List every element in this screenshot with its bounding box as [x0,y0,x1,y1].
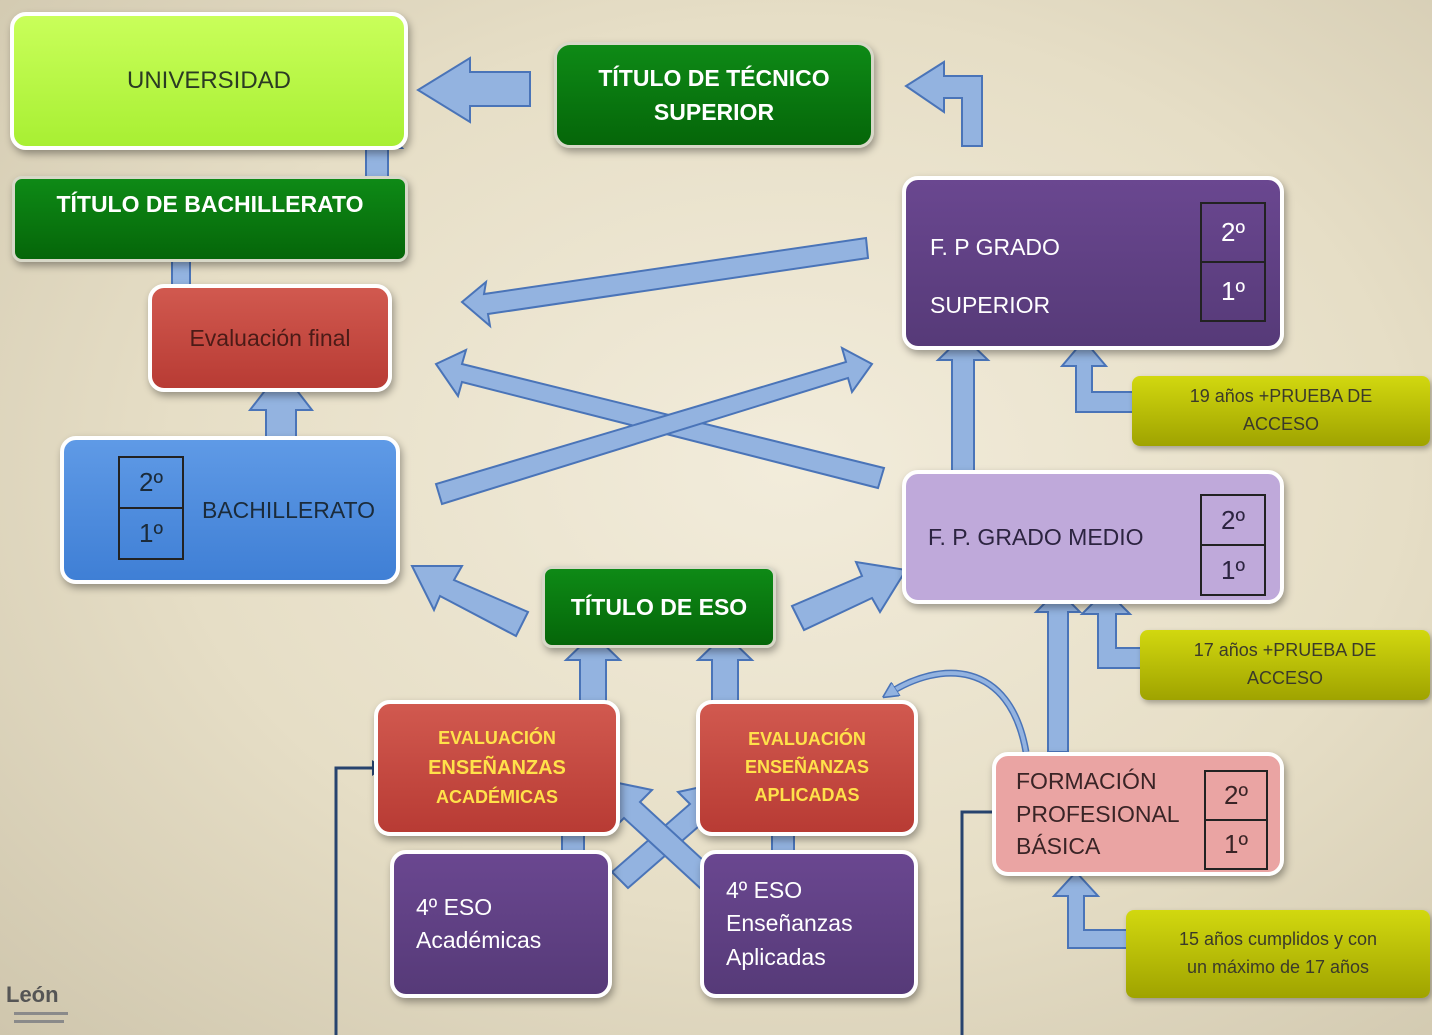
titulo-tecnico-line1: TÍTULO DE TÉCNICO [598,64,830,91]
bachillerato-1: 1º [139,518,163,548]
box-4eso-academicas: 4º ESO Académicas [390,850,612,998]
fp-basica-line3: BÁSICA [1016,833,1101,860]
box-universidad: UNIVERSIDAD [10,12,408,150]
box-4eso-aplicadas: 4º ESO Enseñanzas Aplicadas [700,850,918,998]
fp-basica-line1: FORMACIÓN [1016,768,1157,795]
arrow-bach-to-superior [434,346,874,506]
bachillerato-courses: 2º 1º [118,456,184,560]
box-fp-grado-superior: F. P GRADO SUPERIOR 2º 1º [902,176,1284,350]
note-19-line2: ACCESO [1242,414,1320,434]
fp-medio-2: 2º [1202,496,1264,546]
fp-medio-label: F. P. GRADO MEDIO [928,523,1144,550]
box-evaluacion-final: Evaluación final [148,284,392,392]
fp-basica-2: 2º [1206,772,1266,821]
note-15-line1: 15 años cumplidos y con [1178,929,1378,950]
fp-basica-1: 1º [1224,829,1248,859]
box-fp-basica: FORMACIÓN PROFESIONAL BÁSICA 2º 1º [992,752,1284,876]
arrow-acceso15-to-basica [1051,870,1137,949]
note-acceso-17: 17 años +PRUEBA DE ACCESO [1140,630,1430,700]
arrow-superior-to-bachillerato [460,236,870,329]
bachillerato-2: 2º [120,458,182,509]
logo-fine-print [14,1012,68,1015]
box-titulo-eso: TÍTULO DE ESO [542,566,776,648]
fp-superior-2: 2º [1202,204,1264,263]
box-evaluacion-academicas: EVALUACIÓN ENSEÑANZAS ACADÉMICAS [374,700,620,836]
arrow-eso-to-bachillerato [410,565,530,638]
eso-apl-line2: Enseñanzas [726,910,853,937]
note-19-line1: 19 años +PRUEBA DE [1189,386,1373,407]
box-titulo-bachillerato: TÍTULO DE BACHILLERATO [12,176,408,262]
eval-apl-line3: APLICADAS [754,784,860,805]
logo: León [0,960,80,1035]
box-titulo-tecnico-superior: TÍTULO DE TÉCNICO SUPERIOR [554,42,874,148]
box-bachillerato: 2º 1º BACHILLERATO [60,436,400,584]
note-17-line1: 17 años +PRUEBA DE [1193,640,1377,661]
box-evaluacion-aplicadas: EVALUACIÓN ENSEÑANZAS APLICADAS [696,700,918,836]
eval-apl-line2: ENSEÑANZAS [744,757,869,778]
eval-apl-line1: EVALUACIÓN [748,729,866,750]
note-15-line2: un máximo de 17 años [1186,957,1370,977]
note-acceso-19: 19 años +PRUEBA DE ACCESO [1132,376,1430,446]
bachillerato-label: BACHILLERATO [202,496,375,523]
eso-acad-line1: 4º ESO [416,893,493,920]
universidad-label: UNIVERSIDAD [126,67,292,94]
basica-to-academicas-connector [334,766,992,1035]
arrow-superior-to-tecnico [904,60,983,147]
arrow-eso-to-medio [790,560,908,632]
logo-text: León [6,982,59,1007]
fp-medio-1: 1º [1221,554,1245,585]
eso-apl-line3: Aplicadas [726,943,826,970]
titulo-tecnico-line2: SUPERIOR [653,99,775,125]
eso-apl-line1: 4º ESO [726,876,803,903]
note-acceso-15: 15 años cumplidos y con un máximo de 17 … [1126,910,1430,998]
eval-acad-line3: ACADÉMICAS [435,786,558,807]
fp-superior-line2: SUPERIOR [930,292,1051,318]
logo-fine-print-2 [14,1020,64,1023]
box-fp-grado-medio: F. P. GRADO MEDIO 2º 1º [902,470,1284,604]
note-17-line2: ACCESO [1246,668,1324,688]
fp-superior-1: 1º [1221,276,1245,306]
evaluacion-final-label: Evaluación final [189,324,351,351]
arrow-acceso19-to-superior [1059,338,1147,413]
arrow-tecnico-to-universidad [416,56,531,124]
fp-basica-courses: 2º 1º [1204,770,1268,870]
titulo-eso-label: TÍTULO DE ESO [570,593,748,620]
eso-acad-line2: Académicas [416,927,542,953]
fp-superior-courses: 2º 1º [1200,202,1266,322]
fp-medio-courses: 2º 1º [1200,494,1266,596]
eval-acad-line1: EVALUACIÓN [438,727,556,748]
titulo-bachillerato-label: TÍTULO DE BACHILLERATO [56,191,364,217]
eval-acad-line2: ENSEÑANZAS [428,756,566,779]
fp-basica-line2: PROFESIONAL [1016,800,1180,827]
arrow-basica-to-medio [1033,588,1083,753]
fp-superior-line1: F. P GRADO [930,234,1060,260]
